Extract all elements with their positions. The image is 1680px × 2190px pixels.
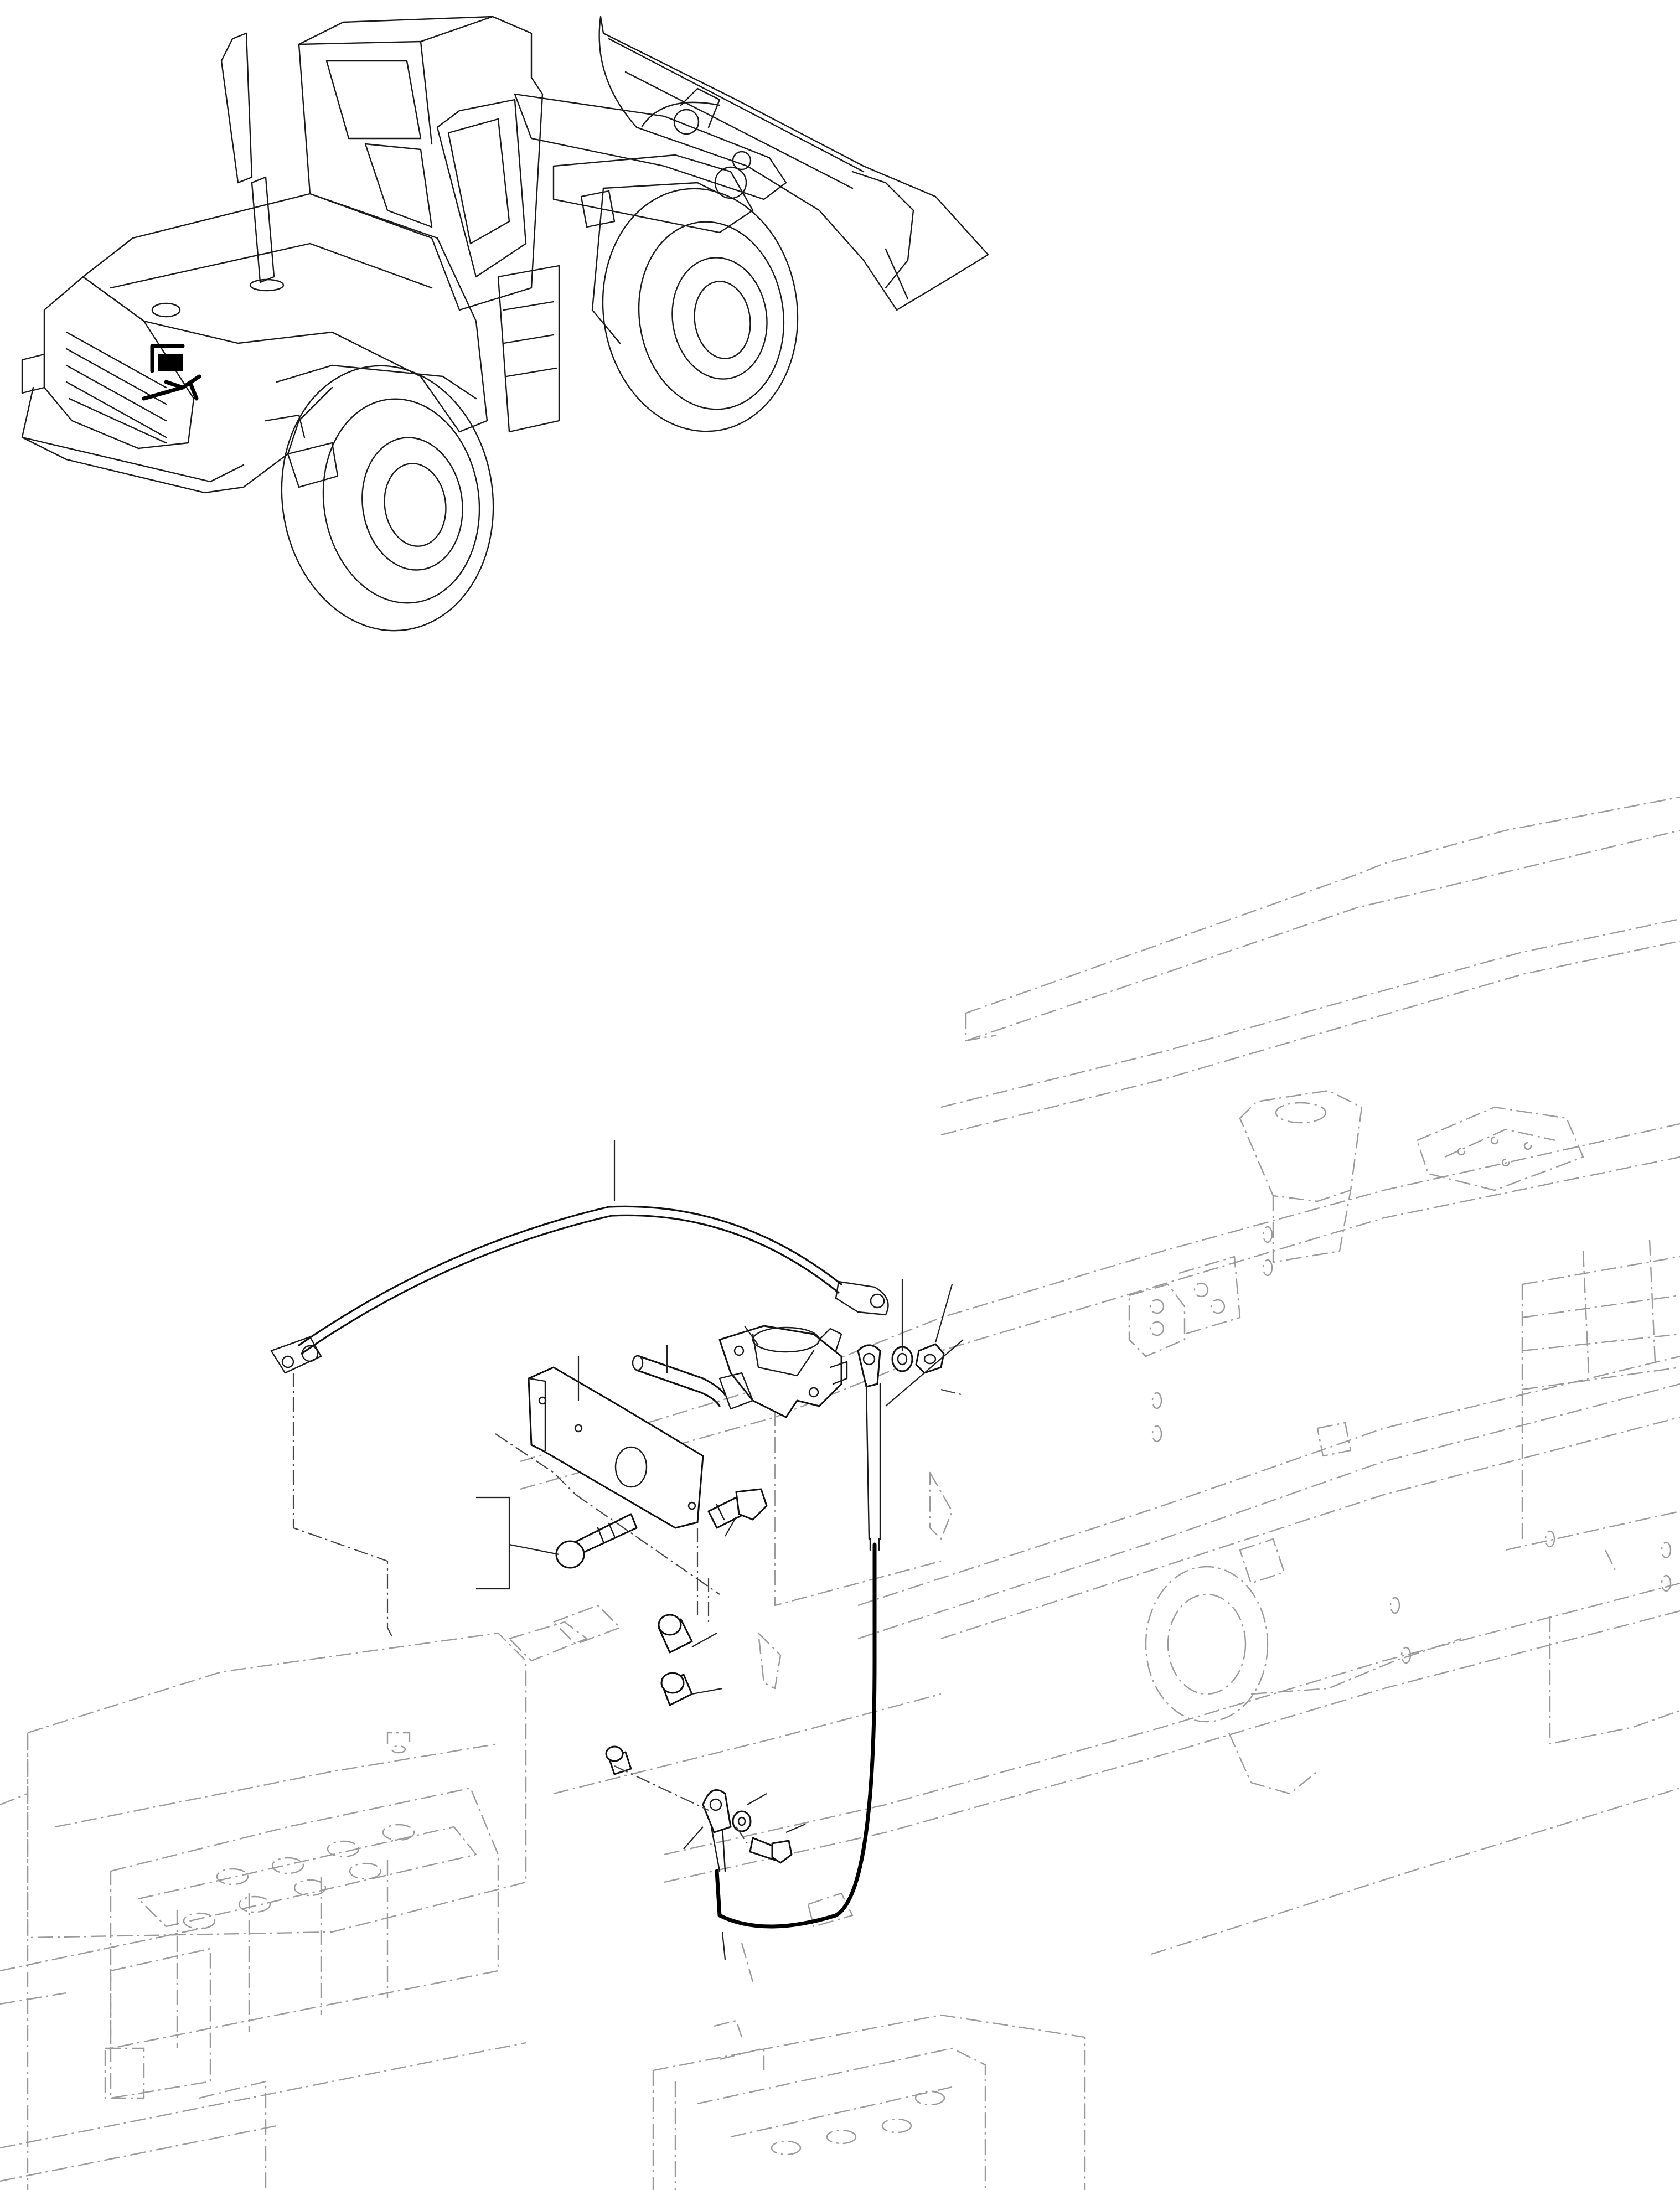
assembly-guides — [292, 1373, 964, 1844]
rear-wheel — [276, 364, 494, 632]
ground-cable — [702, 1344, 881, 1929]
bracket-bolt-right — [707, 1488, 768, 1529]
section-locator-icon — [142, 344, 201, 401]
bracket-bolt-left — [555, 1513, 638, 1569]
chassis-frame-ghost — [0, 796, 1680, 2190]
bucket — [598, 16, 989, 311]
spacer-collars — [605, 1614, 693, 1775]
callout-leaders — [476, 1140, 964, 1960]
front-wheel — [591, 182, 799, 432]
lower-washer-bolt — [732, 1810, 793, 1864]
cab — [220, 16, 560, 433]
relay-bracket — [528, 1366, 704, 1529]
nut-washer-upper — [891, 1343, 945, 1374]
long-battery-cable — [270, 1205, 889, 1374]
boom-arm — [514, 87, 787, 234]
engine-hood — [21, 193, 488, 494]
wheel-loader-overview — [21, 16, 989, 632]
battery-relay — [632, 1325, 848, 1418]
battery-relay-parts — [270, 1140, 964, 1960]
